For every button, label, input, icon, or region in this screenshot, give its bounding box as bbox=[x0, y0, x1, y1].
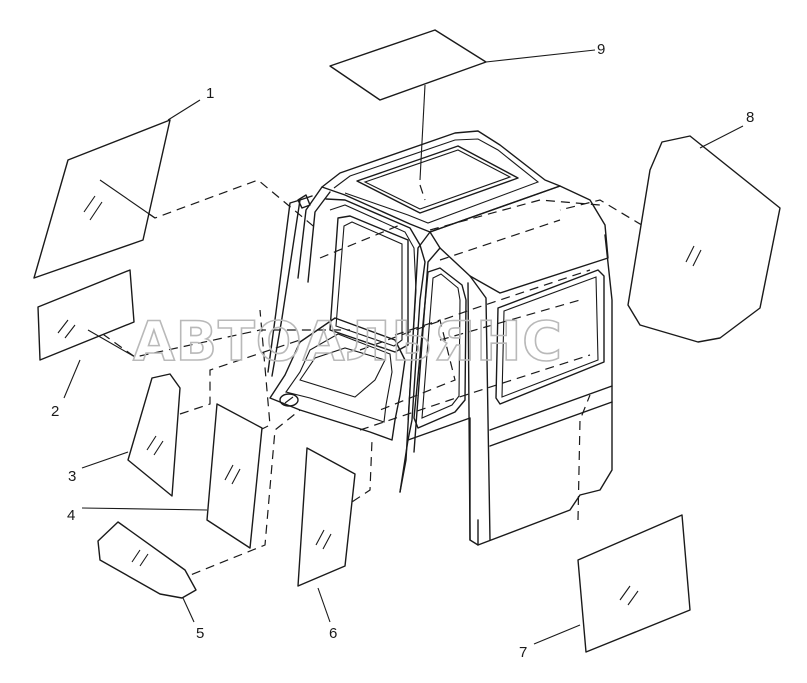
callout-6: 6 bbox=[329, 625, 337, 642]
glass-pane-7 bbox=[577, 514, 691, 653]
glass-pane-2 bbox=[37, 269, 135, 361]
callout-1: 1 bbox=[206, 85, 214, 102]
glass-pane-3 bbox=[127, 373, 181, 497]
glass-pane-9 bbox=[329, 29, 487, 101]
callout-4: 4 bbox=[67, 507, 75, 524]
glass-pane-8 bbox=[627, 135, 781, 343]
watermark-text: АВТОАЛЬЯНС bbox=[133, 310, 563, 373]
leader-lines bbox=[63, 49, 744, 645]
glass-pane-4 bbox=[206, 403, 263, 549]
callout-5: 5 bbox=[196, 625, 204, 642]
callout-3: 3 bbox=[68, 468, 76, 485]
callout-8: 8 bbox=[746, 109, 754, 126]
glass-pane-1 bbox=[33, 119, 171, 279]
callout-2: 2 bbox=[51, 403, 59, 420]
glass-pane-5 bbox=[97, 521, 197, 599]
glass-pane-6 bbox=[297, 447, 356, 587]
callout-labels: 1 2 3 4 5 6 7 8 9 bbox=[51, 41, 754, 661]
cab-body bbox=[267, 130, 613, 546]
callout-7: 7 bbox=[519, 644, 527, 661]
callout-9: 9 bbox=[597, 41, 605, 58]
